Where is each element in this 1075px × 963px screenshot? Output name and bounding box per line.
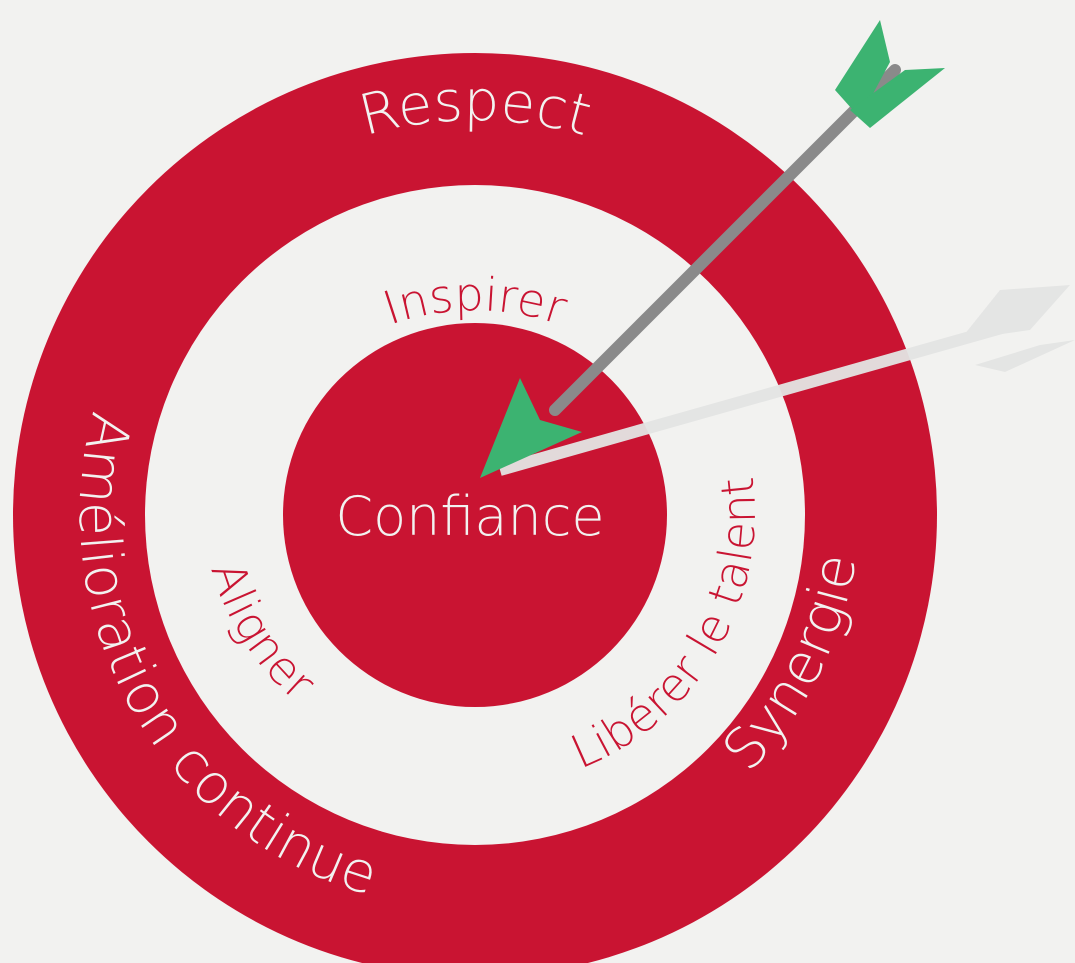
center-label: Confiance: [335, 485, 604, 548]
inner-circle: [283, 323, 667, 707]
ghost-arrow: [498, 285, 1075, 476]
green-arrow: [480, 20, 945, 478]
